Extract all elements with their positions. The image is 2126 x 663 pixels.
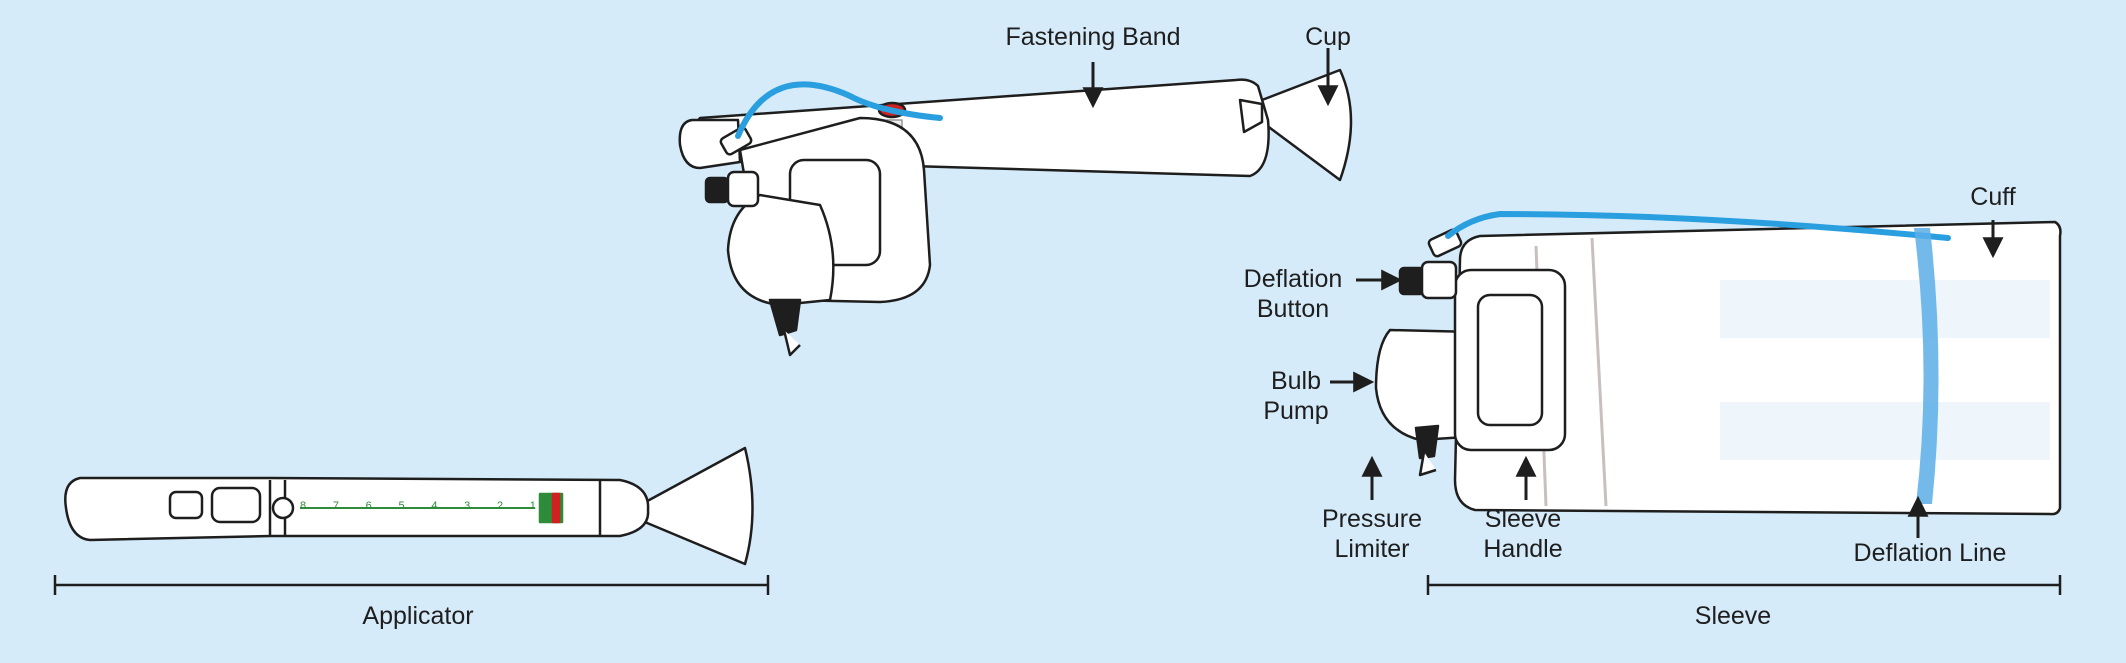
scale-number: 6 <box>365 500 372 512</box>
label-pressure-limiter-line2: Limiter <box>1334 535 1410 563</box>
label-bulb-pump: Bulb Pump <box>1263 366 1328 426</box>
label-applicator: Applicator <box>362 602 474 630</box>
label-pressure-limiter-line1: Pressure <box>1321 505 1423 533</box>
scale-number: 5 <box>398 500 405 512</box>
scale-number: 1 <box>529 500 536 512</box>
applicator-scale-numbers: 8 7 6 5 4 3 2 1 <box>300 500 536 516</box>
label-sleeve-handle-line1: Sleeve <box>1484 505 1562 533</box>
applicator-cup <box>638 446 754 566</box>
label-sleeve: Sleeve <box>1694 602 1772 630</box>
deflation-line-strip <box>1914 228 1939 504</box>
sleeve-handle-group <box>1374 228 1567 477</box>
label-deflation-button-line1: Deflation <box>1243 265 1343 293</box>
scale-number: 3 <box>464 500 471 512</box>
dimension-lines <box>53 575 2062 595</box>
scale-number: 7 <box>332 500 339 512</box>
assembled-air-tube <box>735 81 943 139</box>
label-fastening-band: Fastening Band <box>1005 23 1181 51</box>
assembled-device <box>678 68 1353 357</box>
label-cup: Cup <box>1305 23 1351 51</box>
assembled-cup <box>1260 68 1353 182</box>
label-sleeve-handle-line2: Handle <box>1483 535 1563 563</box>
label-bulb-pump-line2: Pump <box>1263 397 1329 425</box>
scale-number: 4 <box>431 500 438 512</box>
scale-number: 2 <box>496 500 504 512</box>
assembled-bulb-pump <box>726 193 835 307</box>
scale-number: 8 <box>300 500 307 512</box>
label-cuff: Cuff <box>1970 183 2016 211</box>
callout-arrows <box>1082 48 2004 538</box>
label-bulb-pump-line1: Bulb <box>1270 367 1322 395</box>
label-deflation-button: Deflation Button <box>1244 264 1343 324</box>
label-sleeve-handle: Sleeve Handle <box>1483 504 1562 564</box>
label-pressure-limiter: Pressure Limiter <box>1322 504 1422 564</box>
label-deflation-line: Deflation Line <box>1853 539 2007 567</box>
sleeve-air-tube <box>1445 210 1951 241</box>
label-deflation-button-line2: Button <box>1256 295 1330 323</box>
